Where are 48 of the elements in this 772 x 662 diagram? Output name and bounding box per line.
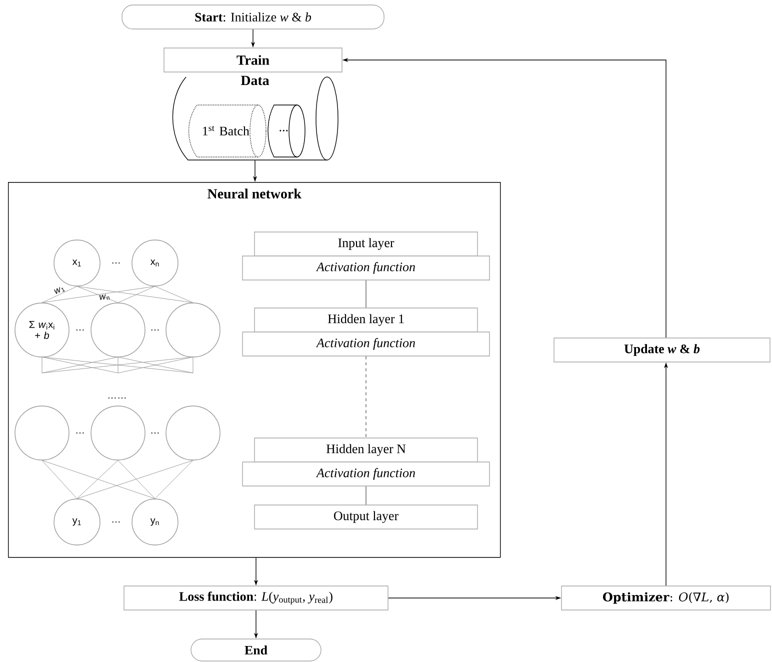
output-neuron: y$_{n}$ xyxy=(132,498,178,546)
edge-label: w$_{1}$ xyxy=(54,287,66,294)
neuron-circle xyxy=(14,406,70,460)
connector-line xyxy=(42,286,156,303)
node-label: 1$^{st}$ Batch xyxy=(203,126,250,136)
ellipsis: … xyxy=(151,329,159,331)
output-neuron: y$_{1}$ xyxy=(54,498,100,546)
train-box: Train xyxy=(164,48,342,72)
neuron-circle xyxy=(166,302,220,358)
layer-box: Output layer xyxy=(254,504,478,530)
connector-line xyxy=(42,286,78,303)
connector-line xyxy=(118,460,156,499)
neuron-circle xyxy=(90,302,146,358)
connector-line xyxy=(154,286,194,303)
connector-line xyxy=(76,286,194,303)
connector-line xyxy=(76,460,194,499)
neuron-circle xyxy=(166,406,220,460)
layer-box: Hidden layer 1 xyxy=(254,308,478,332)
batch-cylinder: ... xyxy=(268,104,306,158)
connector-line xyxy=(76,286,118,303)
layer-box: Input layer xyxy=(254,232,478,256)
connector-line xyxy=(118,286,156,303)
input-neuron: x$_{1}$ xyxy=(54,240,100,286)
ellipsis: … xyxy=(76,329,84,331)
batch-cylinder: 1$^{st}$ Batch xyxy=(188,104,266,158)
ellipsis: … xyxy=(76,432,84,434)
layer-box: Hidden layer N xyxy=(254,438,478,462)
activation-box: Activation function xyxy=(242,332,490,356)
activation-box: Activation function xyxy=(242,256,490,280)
edge-label: w$_{n}$ xyxy=(99,294,110,300)
loss-box: Loss function: L(y$_{output}$, y$_{real}$) xyxy=(124,586,388,610)
connector-line xyxy=(42,460,156,499)
end-terminal: End xyxy=(190,638,322,662)
connector-line xyxy=(76,460,118,499)
start-terminal: Start: Initialize w & b xyxy=(122,4,384,30)
neuron-circle xyxy=(90,406,146,460)
connector-line xyxy=(42,460,78,499)
ellipsis: … xyxy=(112,521,120,523)
node-label: Data xyxy=(240,76,270,86)
connector-line xyxy=(154,460,194,499)
optimizer-box: Optimizer: O(∇L, α) xyxy=(561,586,771,610)
hidden-neuron: Σ w$_{i}$x$_{i}$ + b xyxy=(14,302,70,358)
node-label: ... xyxy=(280,130,288,132)
ellipsis: … xyxy=(112,262,120,264)
activation-box: Activation function xyxy=(242,462,490,486)
ellipsis: … xyxy=(151,432,159,434)
update-box: Update w & b xyxy=(554,338,770,362)
input-neuron: x$_{n}$ xyxy=(132,240,178,286)
